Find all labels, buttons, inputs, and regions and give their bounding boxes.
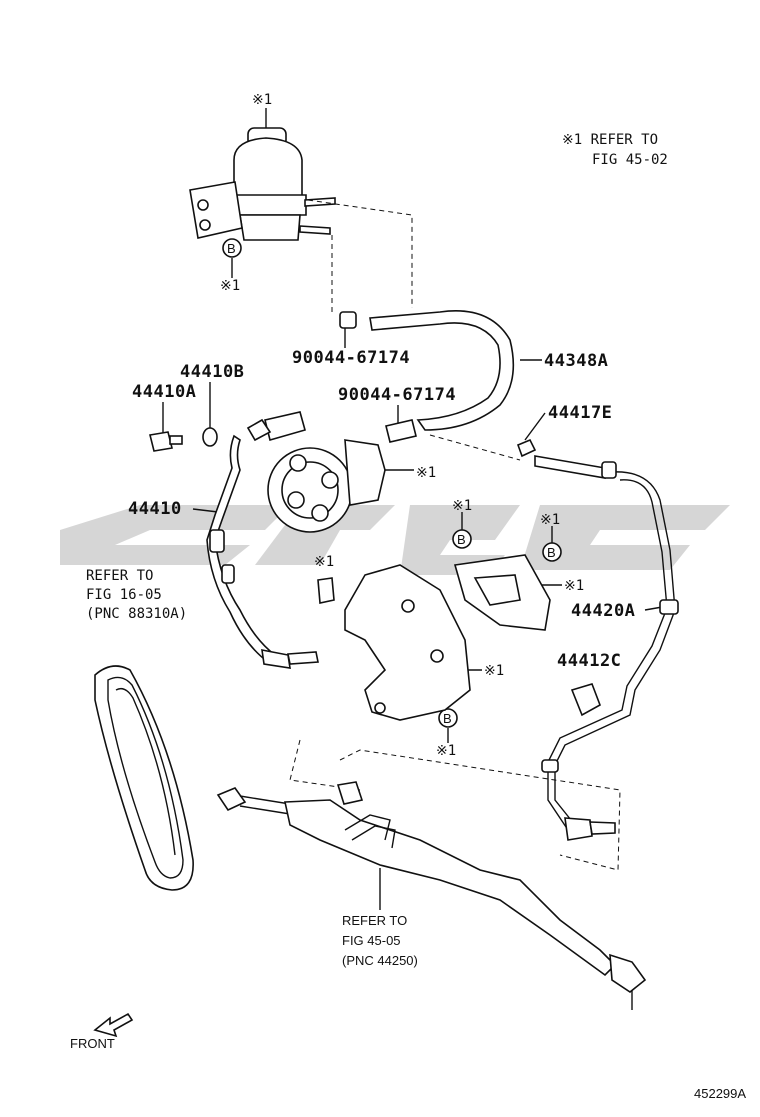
svg-text:REFER TO: REFER TO [86,568,153,584]
svg-text:B: B [443,711,452,726]
label-44410B: 44410B [180,362,244,382]
ref-marker-bracket-b2: ※1 [540,512,560,528]
pump-bracket [344,564,471,721]
label-44410: 44410 [128,499,182,519]
ref-marker-pump: ※1 [416,465,436,481]
ref-marker-bracket-b1: ※1 [452,498,472,514]
ref-marker-bracket: ※1 [484,663,504,679]
ref-marker-plate: ※1 [564,578,584,594]
label-44420A: 44420A [571,601,635,621]
ref-marker-top: ※1 [252,92,272,108]
svg-text:FIG 45-02: FIG 45-02 [592,152,668,168]
steering-rack [216,781,647,1010]
clamp-44412C [570,683,601,717]
return-hose-44348A [339,310,515,443]
label-44410A: 44410A [132,382,196,402]
svg-text:FIG 45-05: FIG 45-05 [342,933,401,948]
hose-clip [317,577,335,604]
note-refer-fig-45-02: ※1 REFER TO FIG 45-02 [562,132,668,168]
front-arrow-icon [93,1012,134,1038]
v-ribbed-belt [94,665,194,891]
svg-text:(PNC 88310A): (PNC 88310A) [86,606,187,622]
figure-number: 452299A [694,1086,746,1101]
svg-text:B: B [227,241,236,256]
reservoir-tank [189,127,336,241]
label-44417E: 44417E [548,403,612,423]
svg-text:REFER TO: REFER TO [342,913,407,928]
label-90044-67174-top: 90044-67174 [292,348,410,368]
svg-text:※1 REFER TO: ※1 REFER TO [562,132,658,148]
label-44348A: 44348A [544,351,608,371]
watermark-logo [60,505,730,575]
marker-b-bracket-left: B [452,529,472,549]
ref-marker-clip: ※1 [314,554,334,570]
svg-text:FIG 16-05: FIG 16-05 [86,587,162,603]
note-refer-fig-45-05: REFER TO FIG 45-05 (PNC 44250) [342,868,418,968]
bracket-plate [453,554,551,631]
washer-44410B [202,427,218,447]
svg-text:(PNC 44250): (PNC 44250) [342,953,418,968]
label-90044-67174-mid: 90044-67174 [338,385,456,405]
union-bolt-44410A [149,431,183,452]
power-steering-pump [264,411,386,533]
svg-text:B: B [457,532,466,547]
note-refer-fig-16-05: REFER TO FIG 16-05 (PNC 88310A) [86,568,187,622]
ref-marker-bottom-b: ※1 [436,743,456,759]
ref-marker-reservoir: ※1 [220,278,240,294]
pressure-hose-44410 [206,418,319,669]
marker-b-reservoir: B [222,238,242,258]
front-label: FRONT [70,1036,115,1051]
label-44412C: 44412C [557,651,621,671]
svg-text:B: B [547,545,556,560]
marker-b-bottom: B [438,708,458,728]
marker-b-bracket-right: B [542,542,562,562]
return-tube-44420A [516,438,679,841]
